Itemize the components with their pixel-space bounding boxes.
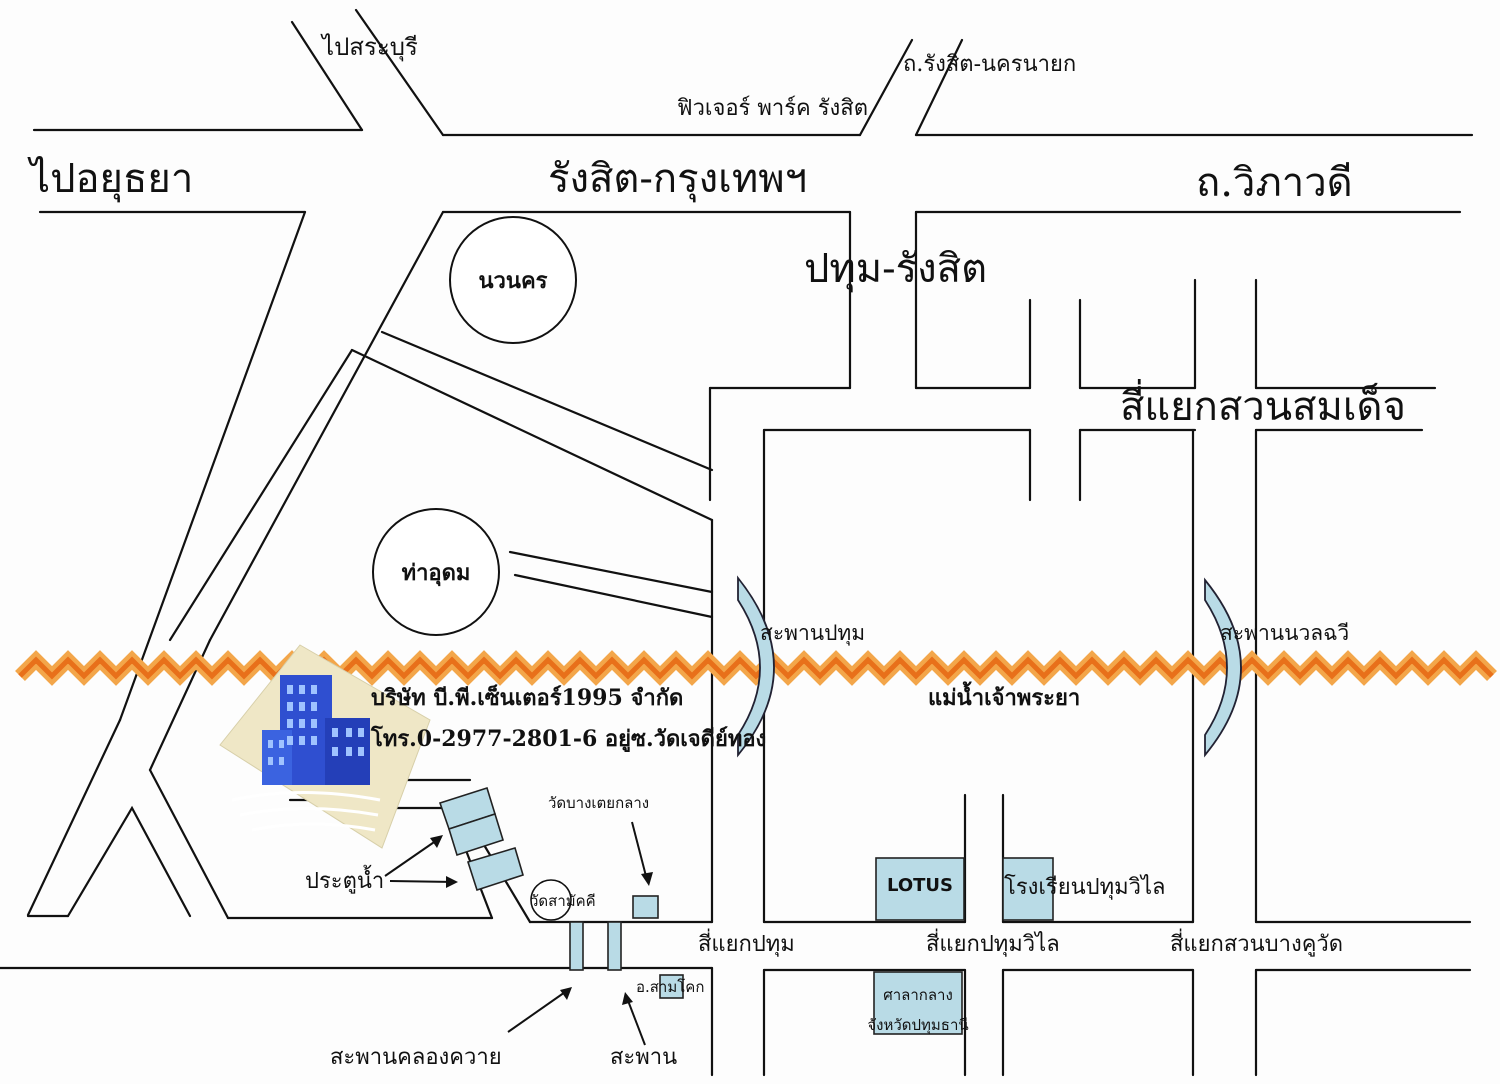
sam-khok-box bbox=[659, 974, 684, 999]
vibhavadi-label: ถ.วิภาวดี bbox=[1196, 160, 1353, 206]
water-gate-boxes bbox=[438, 786, 524, 892]
navanakorn-label: นวนคร bbox=[479, 268, 548, 294]
pathum-bridge-label: สะพานปทุม bbox=[760, 621, 865, 646]
to-saraburi-label: ไปสระบุรี bbox=[320, 33, 418, 62]
wat-bang-toei-box bbox=[632, 895, 659, 919]
small-bridge-box bbox=[607, 921, 622, 971]
tha-udom-label: ท่าอุดม bbox=[402, 560, 471, 587]
company-logo bbox=[219, 644, 431, 849]
rangsit-bangkok-label: รังสิต-กรุงเทพฯ bbox=[548, 156, 807, 203]
chao-phraya-river bbox=[15, 650, 1497, 686]
wat-samakkhi-label: วัดสามัคคี bbox=[530, 892, 596, 910]
wat-bang-toei-klang-label: วัดบางเตยกลาง bbox=[548, 794, 649, 812]
lotus-label: LOTUS bbox=[887, 875, 953, 896]
lotus-store bbox=[875, 857, 965, 921]
suan-somdet-junction-label: สี่แยกสวนสมเด็จ bbox=[1120, 379, 1406, 430]
pathum-wilai-junction-label: สี่แยกปทุมวิไล bbox=[926, 928, 1060, 957]
khlong-khwai-bridge-label: สะพานคลองควาย bbox=[330, 1045, 502, 1070]
company-name: บริษัท บี.พี.เซ็นเตอร์1995 จำกัด bbox=[371, 683, 683, 711]
pathum-wilai-school-label: โรงเรียนปทุมวิไล bbox=[1004, 874, 1166, 900]
wat-samakkhi-circle bbox=[530, 879, 572, 921]
pathum-bridge-shape bbox=[737, 575, 775, 758]
khlong-khwai-bridge-box bbox=[569, 921, 584, 971]
tha-udom-circle: ท่าอุดม bbox=[372, 508, 500, 636]
nawalchawee-bridge-label: สะพานนวลฉวี bbox=[1220, 621, 1349, 645]
pathum-junction-label: สี่แยกปทุม bbox=[698, 928, 795, 957]
rangsit-nakhon-nayok-label: ถ.รังสิต-นครนายก bbox=[903, 52, 1076, 77]
office-building-icon bbox=[262, 675, 370, 785]
suan-bang-ku-wat-junction-label: สี่แยกสวนบางคูวัด bbox=[1170, 928, 1343, 957]
pathum-wilai-school-box bbox=[1002, 857, 1054, 921]
city-hall-line1: ศาลากลาง bbox=[883, 986, 953, 1004]
water-gate-label: ประตูน้ำ bbox=[305, 865, 384, 894]
city-hall-line2: จังหวัดปทุมธานี bbox=[867, 1016, 968, 1035]
navanakorn-circle: นวนคร bbox=[449, 216, 577, 344]
to-ayutthaya-label: ไปอยุธยา bbox=[27, 156, 193, 203]
chao-phraya-river-label: แม่น้ำเจ้าพระยา bbox=[928, 681, 1080, 711]
city-hall-box bbox=[873, 971, 963, 1035]
sam-khok-district-label: อ.สามโคก bbox=[636, 978, 704, 996]
future-park-label: ฟิวเจอร์ พาร์ค รังสิต bbox=[677, 96, 868, 121]
pathum-rangsit-label: ปทุม-รังสิต bbox=[804, 246, 987, 293]
arrows bbox=[384, 821, 653, 1046]
small-bridge-label: สะพาน bbox=[610, 1045, 677, 1070]
company-contact: โทร.0-2977-2801-6 อยู่ซ.วัดเจดีย์ทอง bbox=[370, 725, 766, 753]
road-network bbox=[0, 8, 1474, 1077]
nawalchawee-bridge-shape bbox=[1204, 577, 1242, 758]
